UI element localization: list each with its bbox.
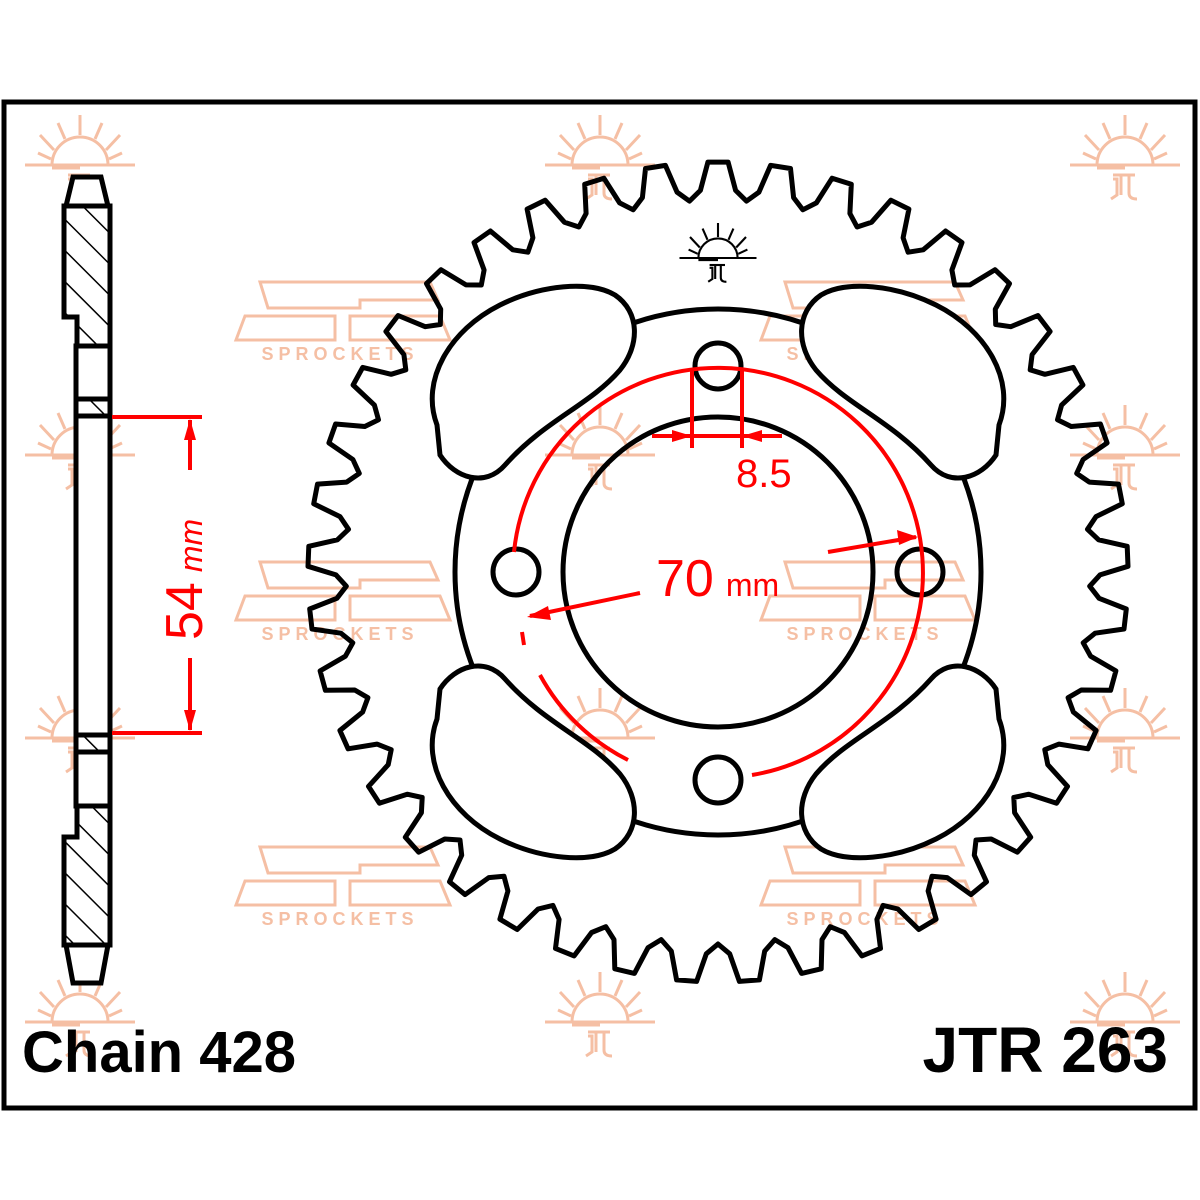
part-number-label: JTR 263 <box>923 1014 1168 1086</box>
hub-offset-dimension <box>112 415 202 735</box>
side-profile-view <box>61 174 113 986</box>
bolt-hole <box>692 754 744 806</box>
jt-sprockets-logo-icon <box>234 845 452 931</box>
pcd-dimension <box>512 365 925 777</box>
jt-sun-logo-icon <box>1068 113 1182 201</box>
jt-sun-logo-icon <box>1068 403 1182 491</box>
drawing-frame <box>1 99 1198 1111</box>
bolt-hole <box>692 340 744 392</box>
chain-size-label: Chain 428 <box>22 1020 296 1085</box>
lightening-slot <box>799 283 1007 481</box>
lightening-slot <box>799 663 1007 861</box>
lightening-slot <box>429 283 637 481</box>
jt-sun-logo-icon <box>678 221 758 283</box>
lightening-slot <box>429 663 637 861</box>
bolt-hole <box>894 546 946 598</box>
bolt-hole-diameter-label: 8.5 <box>736 452 792 496</box>
jt-sun-logo-icon <box>543 970 657 1058</box>
jt-sun-logo-icon <box>1068 686 1182 774</box>
center-bore <box>560 414 876 730</box>
hub-circle <box>452 306 984 838</box>
sprocket-front-view <box>305 159 1131 984</box>
hub-offset-label: 54mm <box>156 519 214 640</box>
jt-sun-logo-icon <box>543 113 657 201</box>
bolt-hole <box>490 546 542 598</box>
bolt-hole-dimension <box>652 370 782 448</box>
sprocket-teeth-outline <box>305 159 1131 984</box>
